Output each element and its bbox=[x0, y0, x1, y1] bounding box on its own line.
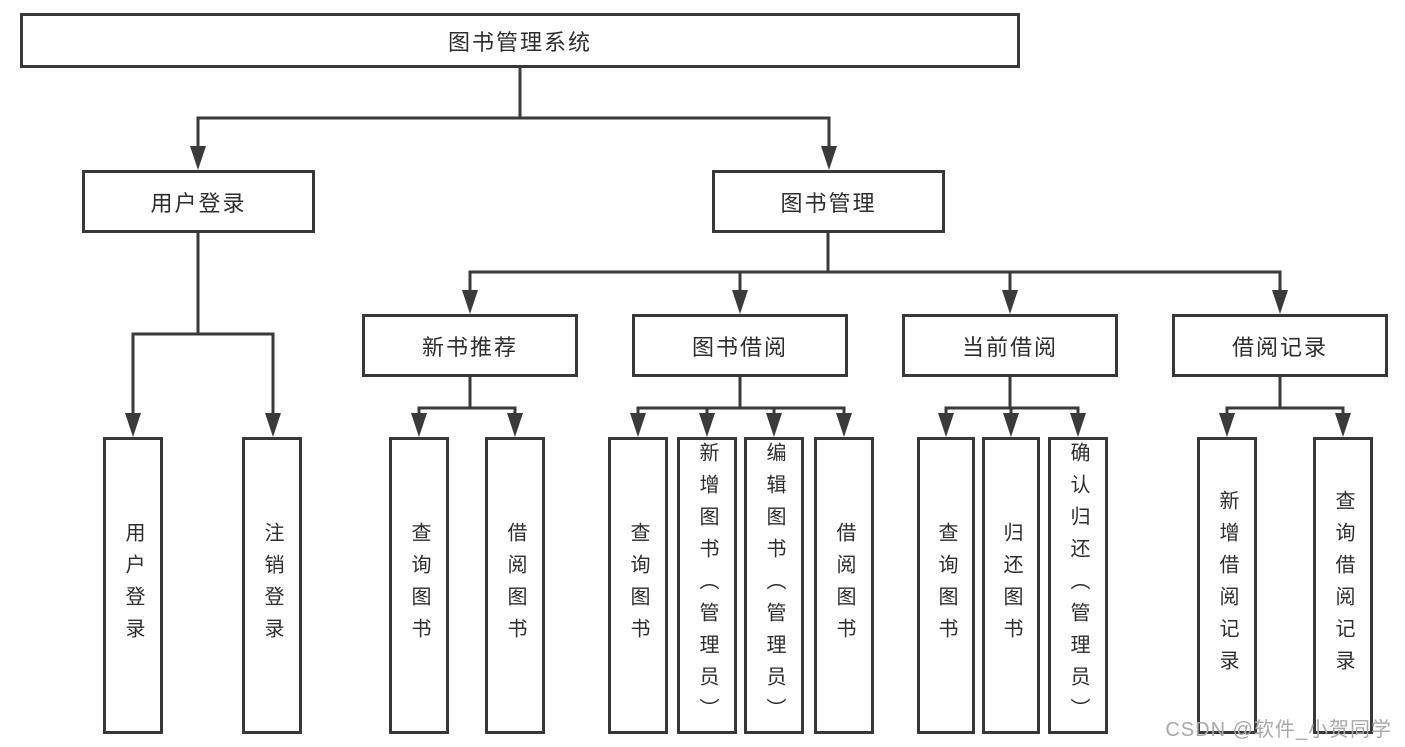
node-borrowing-records: 借阅记录 bbox=[1172, 314, 1388, 377]
node-label: 新增图书（管理员） bbox=[696, 441, 718, 730]
leaf-add-borrow-record: 新增借阅记录 bbox=[1197, 437, 1257, 734]
leaf-query-books-borrow: 查询图书 bbox=[608, 437, 668, 734]
connector-borrow-records-children bbox=[1219, 377, 1351, 437]
connector-current-borrow-children bbox=[938, 377, 1086, 437]
leaf-edit-book-admin: 编辑图书（管理员） bbox=[744, 437, 804, 734]
node-current-borrowing: 当前借阅 bbox=[902, 314, 1118, 377]
node-label: 新书推荐 bbox=[421, 334, 518, 360]
connector-user-login-children bbox=[125, 233, 281, 437]
connector-book-management-children bbox=[462, 233, 1288, 314]
node-label: 查询借阅记录 bbox=[1332, 489, 1354, 682]
node-label: 编辑图书（管理员） bbox=[763, 441, 785, 730]
connector-new-book-children bbox=[411, 377, 523, 437]
node-book-borrowing: 图书借阅 bbox=[632, 314, 848, 377]
node-label: 查询图书 bbox=[627, 521, 649, 650]
node-label: 确认归还（管理员） bbox=[1067, 441, 1089, 730]
node-user-login: 用户登录 bbox=[82, 170, 315, 233]
leaf-query-books-current: 查询图书 bbox=[917, 437, 975, 734]
node-label: 图书借阅 bbox=[691, 334, 788, 360]
leaf-logout: 注销登录 bbox=[242, 437, 302, 734]
leaf-confirm-return-admin: 确认归还（管理员） bbox=[1048, 437, 1108, 734]
node-label: 当前借阅 bbox=[961, 334, 1058, 360]
node-new-book-recommendation: 新书推荐 bbox=[362, 314, 578, 377]
node-book-management-system: 图书管理系统 bbox=[20, 13, 1020, 68]
node-label: 用户登录 bbox=[150, 190, 247, 216]
leaf-return-book: 归还图书 bbox=[982, 437, 1040, 734]
node-label: 查询图书 bbox=[935, 521, 957, 650]
node-label: 借阅图书 bbox=[833, 521, 855, 650]
node-label: 借阅记录 bbox=[1231, 334, 1328, 360]
node-label: 查询图书 bbox=[408, 521, 430, 650]
connector-root-to-level2 bbox=[190, 68, 837, 170]
leaf-add-book-admin: 新增图书（管理员） bbox=[677, 437, 737, 734]
leaf-query-books-recommend: 查询图书 bbox=[389, 437, 449, 734]
node-label: 归还图书 bbox=[1000, 521, 1022, 650]
node-label: 用户登录 bbox=[122, 521, 144, 650]
leaf-query-borrow-record: 查询借阅记录 bbox=[1313, 437, 1373, 734]
node-label: 图书管理 bbox=[780, 190, 877, 216]
leaf-user-login: 用户登录 bbox=[103, 437, 163, 734]
connector-book-borrow-children bbox=[630, 377, 852, 437]
node-book-management: 图书管理 bbox=[712, 170, 945, 233]
node-label: 注销登录 bbox=[261, 521, 283, 650]
node-label: 新增借阅记录 bbox=[1216, 489, 1238, 682]
csdn-watermark: CSDN @软件_小贺同学 bbox=[1165, 719, 1392, 741]
leaf-borrow-books: 借阅图书 bbox=[814, 437, 874, 734]
node-label: 借阅图书 bbox=[504, 521, 526, 650]
node-label: 图书管理系统 bbox=[447, 29, 592, 55]
leaf-borrow-books-recommend: 借阅图书 bbox=[485, 437, 545, 734]
